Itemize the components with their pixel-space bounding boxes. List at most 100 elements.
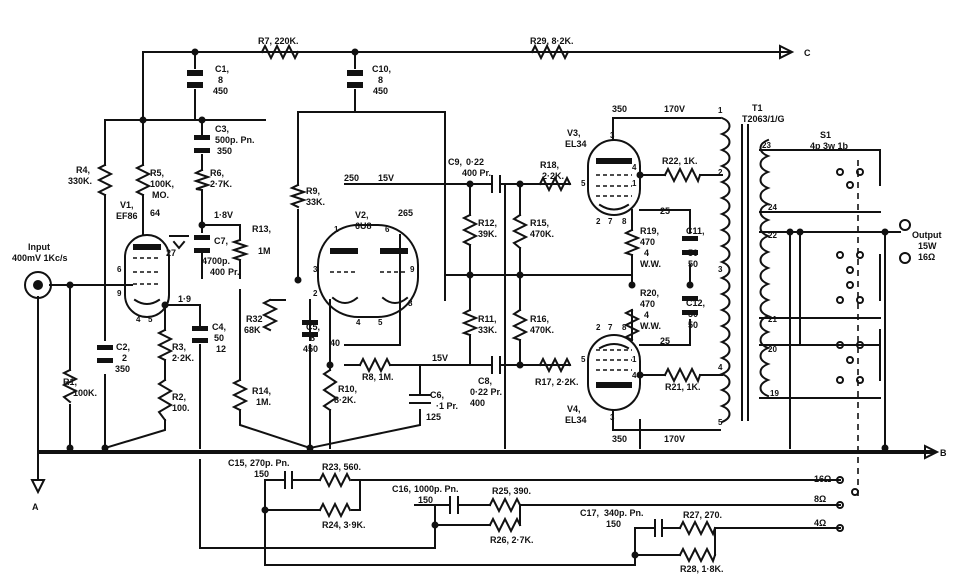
v3-pin-3: 3 [610,131,615,140]
r7-label: R7, 220K. [258,36,299,46]
c17-value: 340p. Pn. [604,508,644,518]
c6-value: ·1 Pr. [436,401,458,411]
c7-type: Pr. [228,267,240,277]
c2-value: 2 [122,353,127,363]
v3-neg-voltage: 170V [664,104,685,114]
t1-tap-4: 4 [718,363,723,372]
v2-pin-8: 8 [408,299,413,308]
r15-value: 470K. [530,229,554,239]
v1-cathode-voltage: 1·8V [214,210,233,220]
v4-pin-5: 5 [581,355,586,364]
r25-label: R25, 390. [492,486,531,496]
valve-v4-envelope [587,334,641,411]
r12-ref: R12, [478,218,497,228]
r4-ref: R4, [76,165,90,175]
c3-voltage: 350 [217,146,232,156]
v4-pin-7: 7 [608,323,613,332]
c2-voltage: 350 [115,364,130,374]
c16-ref: C16, [392,484,411,494]
r19-type: W.W. [640,259,661,269]
v2-pin-4: 4 [356,318,361,327]
v2-ref: V2, [355,210,369,220]
c11-value: 50 [688,248,698,258]
v2-anode2-voltage: 265 [398,208,413,218]
v4-pin-1: 1 [632,355,637,364]
v1-cath2-voltage: 1·9 [178,294,191,304]
r23-label: R23, 560. [322,462,361,472]
terminal-a-label: A [32,502,39,512]
r15-ref: R15, [530,218,549,228]
t1-sec-20: 20 [768,345,777,354]
c4-voltage: 12 [216,344,226,354]
r4-value: 330K. [68,176,92,186]
c4-ref: C4, [212,322,226,332]
v3-anode-voltage: 350 [612,104,627,114]
v1-pin-9: 9 [117,289,122,298]
c6-ref: C6, [430,390,444,400]
r2-value: 100. [172,403,190,413]
v4-anode-voltage: 350 [612,434,627,444]
v3-pin-1: 1 [632,179,637,188]
r20-ref: R20, [640,288,659,298]
labels: C B A Input 400mV 1Kc/s Output 15W 16Ω V… [12,36,947,574]
v4-pin-2: 2 [596,323,601,332]
c12-junction-voltage: 25 [660,336,670,346]
r1-value: 100K. [73,388,97,398]
v1-type: EF86 [116,211,138,221]
r14-ref: R14, [252,386,271,396]
c15-voltage: 150 [254,469,269,479]
tap-8-label: 8Ω [814,494,826,504]
v2-type: 6U8 [355,221,372,231]
r6-ref: R6, [210,168,224,178]
r13-value: 1M [258,246,271,256]
r29-label: R29, 8·2K. [530,36,574,46]
c12-ref: C12, [686,298,705,308]
r5-ref: R5, [150,168,164,178]
v1-pin-6: 6 [117,265,122,274]
t1-sec-22: 22 [768,231,777,240]
r18-value: 2·2K. [542,171,564,181]
c10-voltage: 450 [373,86,388,96]
v4-type: EL34 [565,415,587,425]
v4-pin-4: 4 [632,371,637,380]
r32-value: 68K [244,325,261,335]
c8-ref: C8, [478,376,492,386]
v3-pin-5: 5 [581,179,586,188]
c3-ref: C3, [215,124,229,134]
c7-value: 4700p. [202,256,230,266]
valve-v3-envelope [587,139,641,216]
r20-value: 470 [640,299,655,309]
v2-cathode-voltage: 40 [330,338,340,348]
output-label: Output [912,230,942,240]
terminal-b-label: B [940,448,947,458]
c11-ref: C11, [686,226,705,236]
r20-type: W.W. [640,321,661,331]
r17-label: R17, 2·2K. [535,377,579,387]
t1-sec-24: 24 [768,203,777,212]
r19-watts: 4 [644,248,649,258]
input-jack[interactable] [24,271,52,299]
v3-pin-8: 8 [622,217,627,226]
c1-ref: C1, [215,64,229,74]
c10-ref: C10, [372,64,391,74]
v2-pin-5: 5 [378,318,383,327]
r19-value: 470 [640,237,655,247]
t1-type: T2063/1/G [742,114,785,124]
input-label: Input [28,242,50,252]
v4-pin-8: 8 [622,323,627,332]
r1-ref: R1, [63,377,77,387]
c7-ref: C7, [214,236,228,246]
v3-pin-2: 2 [596,217,601,226]
r20-watts: 4 [644,310,649,320]
c8-voltage: 400 [470,398,485,408]
input-level-label: 400mV 1Kc/s [12,253,68,263]
c9-ref: C9, [448,157,462,167]
v1-pin-4: 4 [136,315,141,324]
r2-ref: R2, [172,392,186,402]
v1-pin-5: 5 [148,315,153,324]
t1-sec-19: 19 [770,389,779,398]
r16-ref: R16, [530,314,549,324]
v1-ref: V1, [120,200,134,210]
r21-label: R21, 1K. [665,382,701,392]
c17-voltage: 150 [606,519,621,529]
